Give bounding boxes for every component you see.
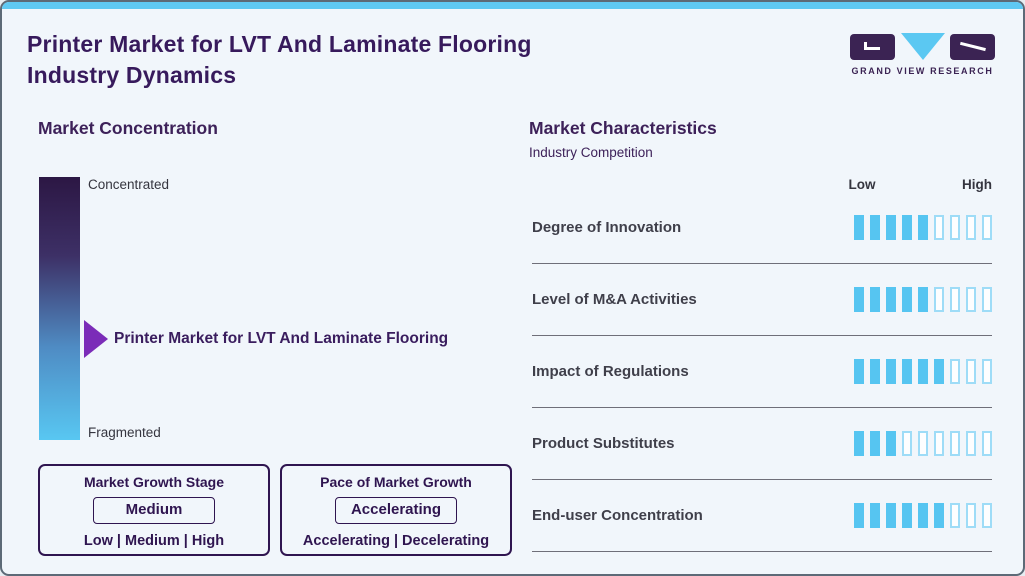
concentration-gradient-bar (39, 177, 80, 440)
market-position-label: Printer Market for LVT And Laminate Floo… (114, 330, 449, 347)
rating-segment-filled (870, 359, 880, 384)
rating-segment-empty (950, 359, 960, 384)
rating-segment-filled (886, 503, 896, 528)
rating-segment-filled (902, 503, 912, 528)
rating-bar (854, 287, 992, 312)
rating-segment-empty (982, 287, 992, 312)
characteristic-row-label: Product Substitutes (532, 435, 675, 452)
logo-v-triangle-icon (900, 33, 945, 60)
logo-r-mark (960, 41, 986, 51)
rating-segment-empty (966, 431, 976, 456)
pace-of-growth-box: Pace of Market Growth Accelerating Accel… (280, 464, 512, 556)
characteristic-row: Level of M&A Activities (532, 264, 992, 336)
rating-segment-filled (870, 215, 880, 240)
rating-segment-filled (886, 431, 896, 456)
logo-g-block-icon (850, 34, 895, 60)
rating-segment-filled (902, 215, 912, 240)
characteristic-row: Degree of Innovation (532, 192, 992, 264)
rating-segment-filled (854, 359, 864, 384)
rating-segment-filled (854, 287, 864, 312)
rating-segment-empty (982, 503, 992, 528)
rating-segment-empty (966, 503, 976, 528)
market-growth-stage-box: Market Growth Stage Medium Low | Medium … (38, 464, 270, 556)
scale-low-label: Low (848, 177, 876, 192)
logo-r-block-icon (950, 34, 995, 60)
rating-segment-empty (950, 431, 960, 456)
growth-stage-selected-value: Medium (93, 497, 215, 524)
rating-segment-empty (950, 503, 960, 528)
rating-segment-filled (854, 431, 864, 456)
page-title-line2: Industry Dynamics (27, 62, 237, 88)
rating-segment-filled (886, 359, 896, 384)
rating-segment-empty (934, 215, 944, 240)
rating-segment-empty (950, 287, 960, 312)
rating-segment-filled (870, 431, 880, 456)
growth-stage-options: Low | Medium | High (83, 533, 225, 549)
rating-segment-filled (918, 215, 928, 240)
logo-text: GRAND VIEW RESEARCH (851, 66, 994, 76)
rating-segment-filled (918, 503, 928, 528)
rating-segment-empty (918, 431, 928, 456)
rating-segment-empty (950, 215, 960, 240)
rating-segment-empty (934, 287, 944, 312)
industry-competition-subheading: Industry Competition (529, 145, 653, 160)
characteristic-row-label: End-user Concentration (532, 507, 703, 524)
gvr-logo: GRAND VIEW RESEARCH (850, 33, 995, 76)
rating-segment-filled (854, 215, 864, 240)
rating-bar (854, 359, 992, 384)
growth-box-title: Pace of Market Growth (320, 474, 472, 490)
rating-segment-filled (902, 287, 912, 312)
rating-segment-empty (982, 431, 992, 456)
rating-segment-empty (982, 359, 992, 384)
market-characteristics-heading: Market Characteristics (529, 118, 717, 138)
characteristic-row: End-user Concentration (532, 480, 992, 552)
rating-segment-filled (886, 287, 896, 312)
rating-segment-filled (934, 503, 944, 528)
rating-segment-filled (918, 359, 928, 384)
scale-high-label: High (962, 177, 992, 192)
rating-segment-empty (966, 287, 976, 312)
market-position-arrow-icon (84, 320, 108, 358)
rating-segment-empty (966, 359, 976, 384)
gvr-logo-shapes (850, 33, 995, 61)
page-title-line1: Printer Market for LVT And Laminate Floo… (27, 31, 532, 57)
rating-segment-empty (934, 431, 944, 456)
rating-segment-filled (902, 359, 912, 384)
top-accent-strip (2, 2, 1023, 9)
rating-segment-empty (902, 431, 912, 456)
rating-segment-empty (966, 215, 976, 240)
concentrated-label: Concentrated (88, 177, 170, 192)
characteristic-row: Impact of Regulations (532, 336, 992, 408)
characteristic-row-label: Impact of Regulations (532, 363, 689, 380)
rating-bar (854, 431, 992, 456)
fragmented-label: Fragmented (88, 425, 161, 440)
rating-segment-filled (870, 287, 880, 312)
rating-segment-filled (854, 503, 864, 528)
market-concentration-heading: Market Concentration (38, 118, 218, 138)
characteristic-row-label: Level of M&A Activities (532, 291, 697, 308)
rating-segment-empty (982, 215, 992, 240)
characteristics-rows: Degree of Innovation Level of M&A Activi… (532, 192, 992, 552)
pace-options: Accelerating | Decelerating (302, 533, 490, 549)
rating-bar (854, 503, 992, 528)
rating-segment-filled (918, 287, 928, 312)
page-title: Printer Market for LVT And Laminate Floo… (27, 29, 532, 91)
pace-selected-value: Accelerating (335, 497, 457, 524)
rating-segment-filled (870, 503, 880, 528)
logo-g-mark (864, 42, 880, 50)
rating-bar (854, 215, 992, 240)
rating-segment-filled (886, 215, 896, 240)
characteristic-row: Product Substitutes (532, 408, 992, 480)
rating-segment-filled (934, 359, 944, 384)
characteristic-row-label: Degree of Innovation (532, 219, 682, 236)
growth-box-title: Market Growth Stage (83, 474, 225, 490)
